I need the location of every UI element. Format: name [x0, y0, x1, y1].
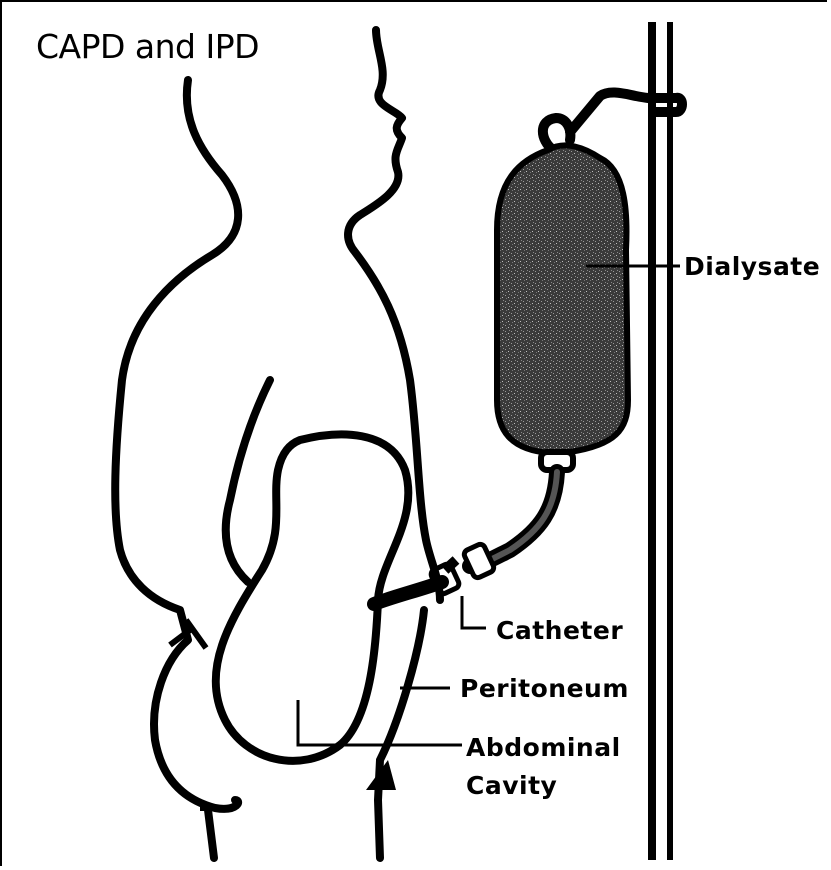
body-belly — [378, 610, 424, 858]
bag-hanger — [543, 93, 682, 150]
label-abdominal: Abdominal — [466, 735, 621, 760]
body-front-outline — [348, 30, 440, 600]
dialysate-bag — [497, 145, 628, 453]
leader-abdominal-cavity — [298, 700, 462, 745]
label-dialysate: Dialysate — [684, 254, 820, 279]
peritoneal-cavity — [216, 434, 409, 760]
tube-clamp — [463, 543, 496, 579]
iv-pole — [648, 22, 673, 860]
label-catheter: Catheter — [496, 618, 623, 643]
leader-catheter — [462, 596, 486, 628]
label-peritoneum: Peritoneum — [460, 676, 629, 701]
body-leg-back — [208, 810, 214, 858]
body-arm — [226, 380, 270, 582]
label-cavity: Cavity — [466, 773, 557, 798]
